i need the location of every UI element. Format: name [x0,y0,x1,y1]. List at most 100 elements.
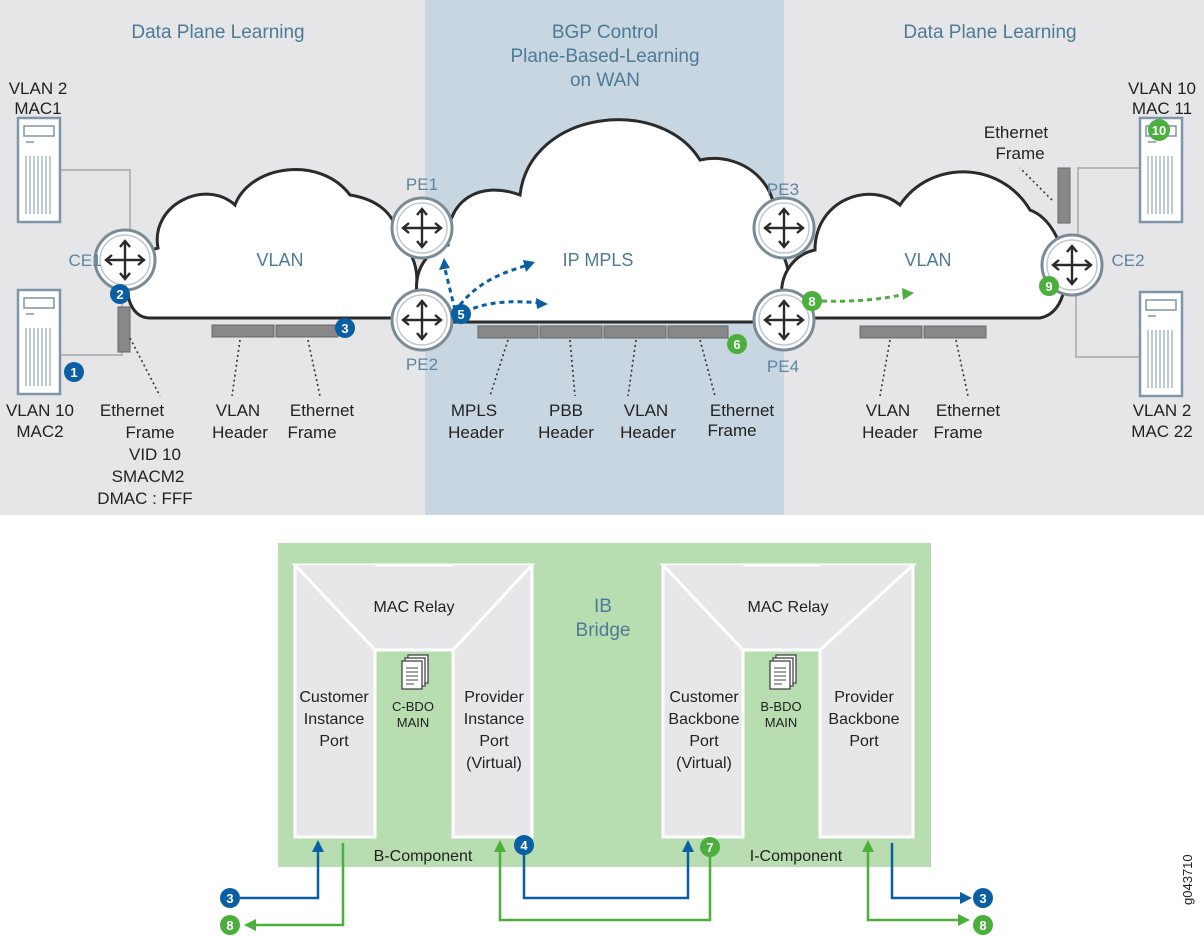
mpls-label-1: MPLS [451,401,497,420]
arrow-out-8-left [244,919,256,931]
cloud-center-label: IP MPLS [563,250,634,270]
cbp-label-1: Customer [669,689,739,706]
cloud-left-label: VLAN [256,250,303,270]
pip-label-2: Instance [464,711,525,728]
cloud-right-label: VLAN [904,250,951,270]
step-badge-3: 3 [335,318,355,338]
step-badge-8: 8 [802,291,822,311]
arrow-head-green [902,288,914,300]
pbb-header-bar [539,325,603,339]
ce2-frame-label-1: Ethernet [984,123,1049,142]
pbb-label-1: PBB [549,401,583,420]
svg-text:5: 5 [457,307,464,322]
pbp-label-3: Port [849,733,879,750]
mpls-label-2: Header [448,423,504,442]
arrow-head-up-right [523,260,535,272]
right-vlan-label-1: VLAN [866,401,910,420]
svg-text:10: 10 [1152,123,1166,138]
right-relay-edges [661,563,915,652]
arrow-out-3-right [960,892,972,904]
step-badge-9: 9 [1039,276,1059,296]
c-bdo-label-1: C-BDO [392,699,434,714]
step-badge-4: 4 [514,835,534,855]
pe4-label: PE4 [767,357,799,376]
right-vlan-header-bar [859,325,923,339]
arrow-into-cip [312,840,324,852]
router-pe3-icon [752,196,816,260]
svg-text:6: 6 [733,337,740,352]
c-bdo-label-2: MAIN [397,715,430,730]
right-eth-frame-bar [923,325,987,339]
mid-vlan-label-1: VLAN [624,401,668,420]
svg-text:1: 1 [70,365,77,380]
mid-eth-frame-bar [667,325,729,339]
step-badge-5: 5 [451,304,471,324]
provider-instance-port-box [453,565,532,837]
step-badge-8-bl: 8 [220,915,240,935]
i-component-label: I-Component [750,848,843,865]
mac-relay-left-label: MAC Relay [374,599,455,616]
ce1-frame-detail-3: DMAC : FFF [97,489,192,508]
host4-label-2: MAC 22 [1131,422,1192,441]
pbp-label-2: Backbone [828,711,899,728]
cbp-label-3: Port [689,733,719,750]
svg-text:8: 8 [226,918,233,933]
ce2-frame-bar [1057,167,1071,224]
cbp-label-4: (Virtual) [676,755,732,772]
ce2-frame-label-2: Frame [995,144,1044,163]
host-vlan2-mac1 [16,116,62,224]
right-eth-label-1: Ethernet [936,401,1001,420]
b-bdo-document-icon [769,654,797,690]
cip-label-1: Customer [299,689,369,706]
arrow-head-right [536,298,548,309]
pe3-label: PE3 [767,180,799,199]
pip-label-4: (Virtual) [466,755,522,772]
cbp-label-2: Backbone [668,711,739,728]
left-vlan-label-1: VLAN [216,401,260,420]
right-eth-label-2: Frame [933,423,982,442]
ce1-frame-label-2: Frame [125,423,174,442]
svg-text:3: 3 [979,891,986,906]
cip-label-2: Instance [304,711,365,728]
label-leaders [129,167,1053,397]
svg-text:9: 9 [1045,279,1052,294]
host1-label-2: MAC1 [14,99,61,118]
pe2-label: PE2 [406,355,438,374]
host4-label-1: VLAN 2 [1133,401,1192,420]
pe1-label: PE1 [406,175,438,194]
pip-label-1: Provider [464,689,524,706]
customer-instance-port-box [295,565,375,837]
mid-eth-label-2: Frame [707,421,756,440]
arrow-out-8-right [958,914,970,926]
b-component-label: B-Component [374,848,473,865]
ce1-frame-bar [117,306,131,353]
step-badge-1: 1 [64,362,84,382]
router-pe1-icon [390,196,454,260]
svg-text:8: 8 [808,294,815,309]
center-section-title-2: Plane-Based-Learning [510,46,699,67]
pbp-label-1: Provider [834,689,894,706]
ce1-frame-detail-2: SMACM2 [112,467,185,486]
right-section-title: Data Plane Learning [903,22,1076,43]
learning-arrows [442,263,906,314]
ce1-label: CE1 [68,251,101,270]
left-port-edges [293,565,534,839]
left-relay-edges [293,563,534,652]
router-pe2-icon [390,288,454,352]
left-eth-label-2: Frame [287,423,336,442]
svg-text:7: 7 [706,840,713,855]
host1-label-1: VLAN 2 [9,79,68,98]
cable-host3-ce2 [1077,167,1140,240]
customer-backbone-port-box [663,565,743,837]
cip-label-3: Port [319,733,349,750]
b-bdo-label-1: B-BDO [760,699,801,714]
arrow-into-pip [494,840,506,852]
mid-vlan-label-2: Header [620,423,676,442]
left-eth-label-1: Ethernet [290,401,355,420]
ce1-frame-label-1: Ethernet [100,401,165,420]
ib-label-2: Bridge [576,620,631,641]
host-vlan10-mac2 [16,288,62,396]
host2-label-2: MAC2 [16,422,63,441]
arrow-head-pe1 [439,258,450,270]
right-port-edges [661,565,915,839]
